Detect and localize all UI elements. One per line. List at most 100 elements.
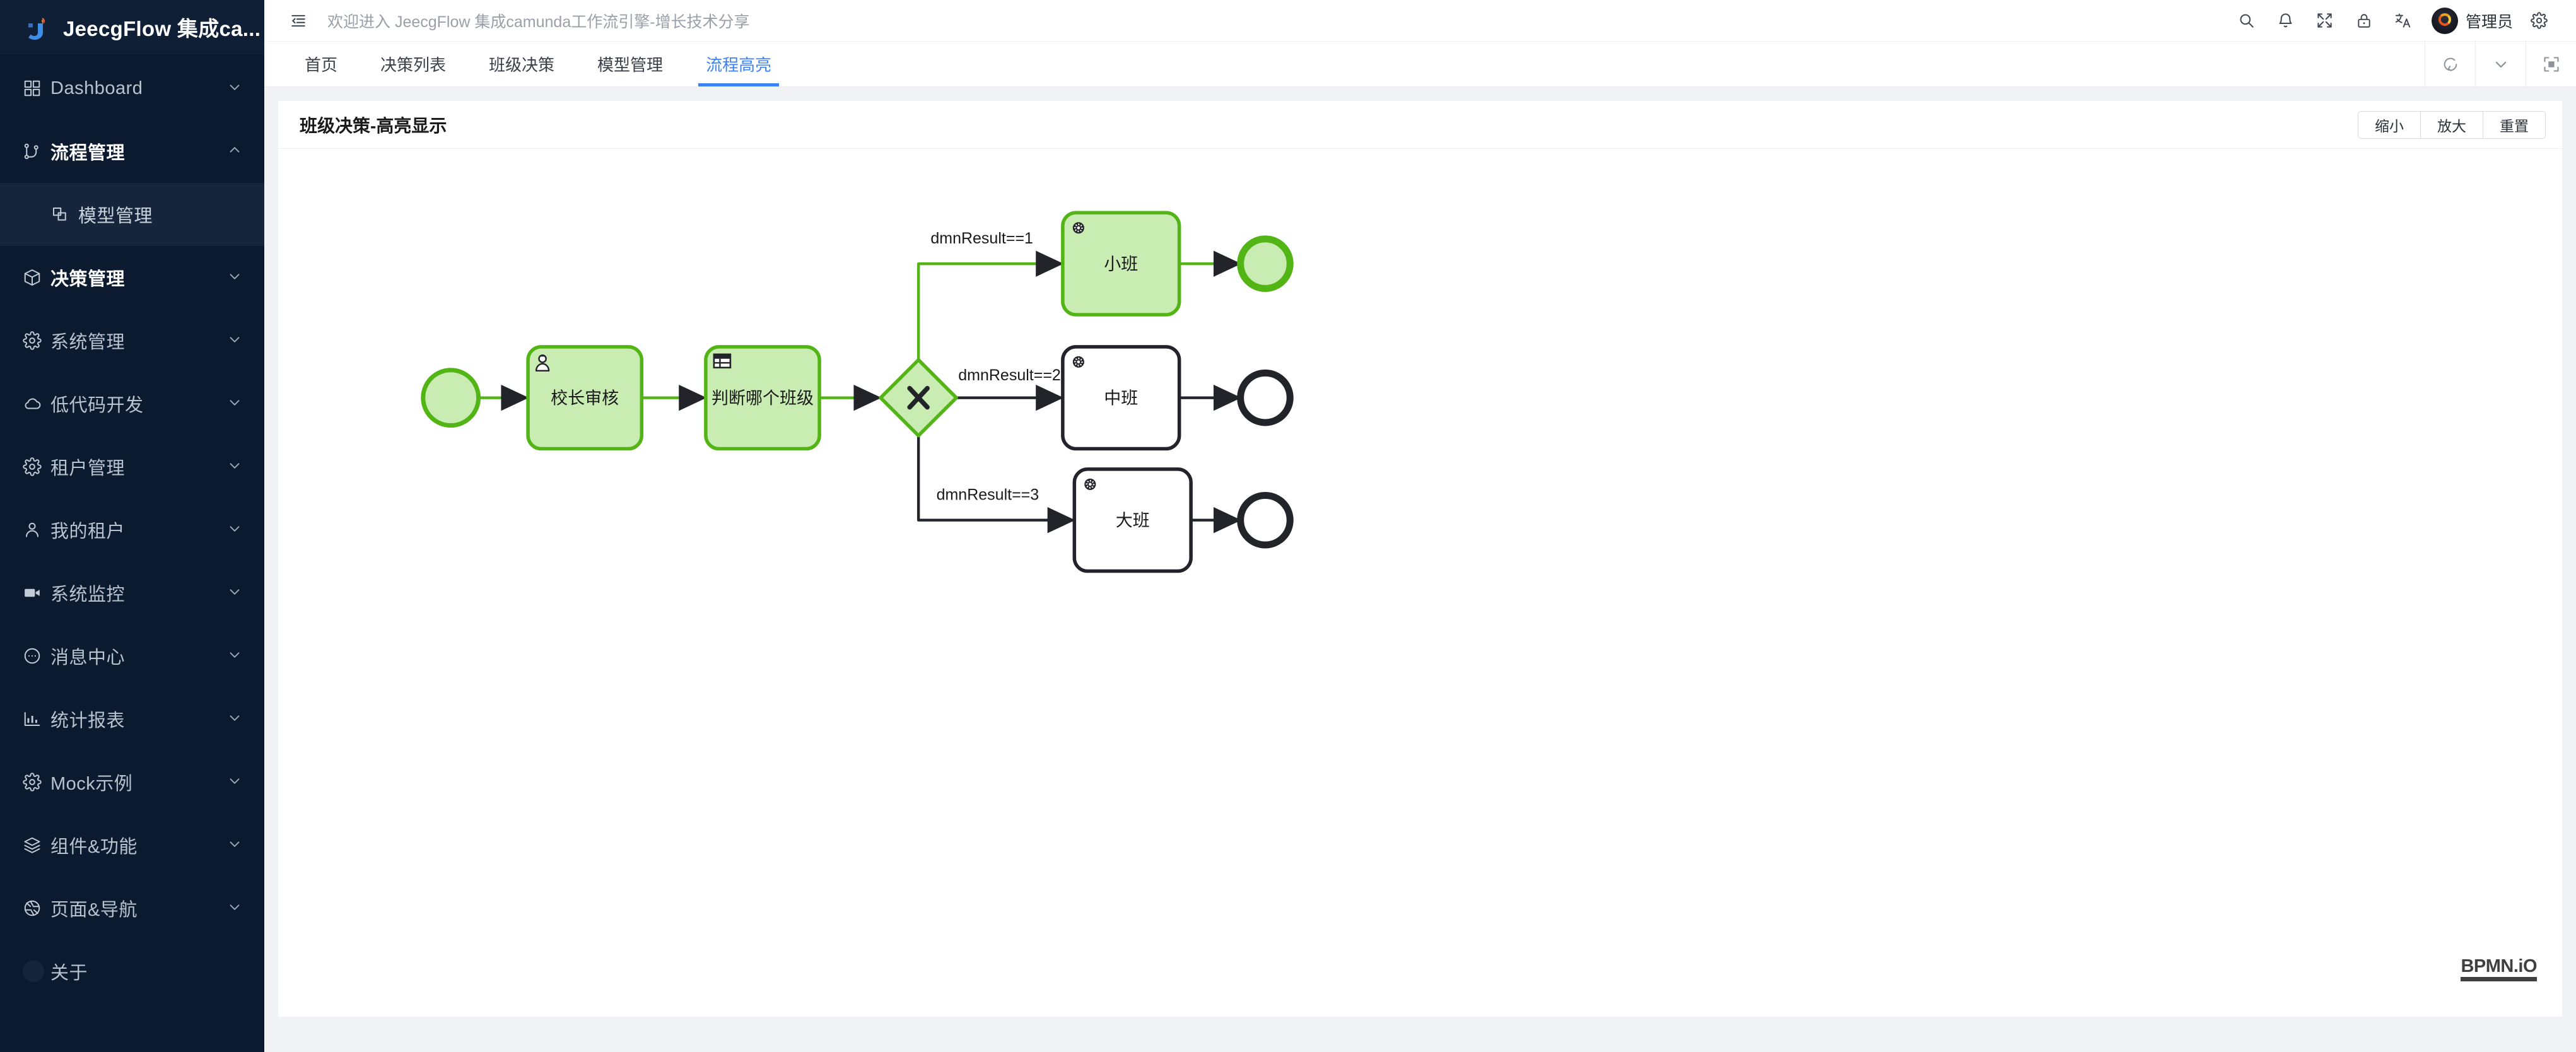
sidebar-item-1[interactable]: 流程管理 [0,120,264,183]
lock-icon[interactable] [2345,1,2384,40]
sidebar-item-label: 系统管理 [50,332,126,353]
tabbar-spacer [793,42,2425,86]
sidebar-item-9[interactable]: 消息中心 [0,624,264,687]
sidebar-item-11[interactable]: Mock示例 [0,751,264,814]
sidebar-item-label: 组件&功能 [50,837,138,857]
bpmn-node-end-big[interactable] [1237,491,1294,549]
tab-1[interactable]: 决策列表 [380,56,447,74]
zoom-button-group: 缩小放大重置 [2358,110,2546,139]
flow-label: dmnResult==1 [930,230,1033,247]
content-area: 班级决策-高亮显示 缩小放大重置 [264,87,2576,1052]
zoom-button-1[interactable]: 放大 [2420,110,2483,139]
circle-icon [23,961,50,982]
flow-label: dmnResult==3 [937,486,1039,503]
tab-bar: 首页 决策列表 班级决策 模型管理 流程高亮 [264,42,2576,87]
bpmn-node-task2[interactable]: 判断哪个班级 [704,345,821,451]
sequence-flows [479,250,1242,534]
sidebar-item-2[interactable]: 模型管理 [0,183,264,246]
sidebar-item-label: 模型管理 [78,206,153,226]
sidebar-item-13[interactable]: 页面&导航 [0,877,264,940]
chevron-down-icon[interactable] [226,520,243,540]
username-label: 管理员 [2465,13,2513,31]
search-icon[interactable] [2227,1,2266,40]
chevron-down-icon[interactable] [226,773,243,792]
tab-2[interactable]: 班级决策 [489,56,555,74]
sidebar-item-label: Dashboard [50,78,143,98]
brand-title: JeecgFlow 集成ca... [63,17,261,40]
bpmn-node-big[interactable]: 大班 [1072,467,1193,573]
bpmn-node-small[interactable]: 小班 [1061,211,1181,317]
jeecg-flame-logo-icon [24,13,52,41]
refresh-icon[interactable] [2425,42,2475,86]
chevron-down-icon[interactable] [226,899,243,918]
sidebar-item-label: 页面&导航 [50,900,138,920]
sidebar-item-label: 统计报表 [50,711,126,731]
bpmn-node-end-small[interactable] [1237,235,1294,292]
bell-icon[interactable] [2266,1,2305,40]
card-header: 班级决策-高亮显示 缩小放大重置 [278,101,2562,149]
gear-icon [23,773,50,792]
chevron-down-icon[interactable] [226,646,243,666]
sidebar-item-12[interactable]: 组件&功能 [0,814,264,877]
flow-gateway-big[interactable] [916,435,1075,534]
chevron-down-icon[interactable] [226,836,243,855]
bpmn-canvas[interactable]: 校长审核 判断哪个班级 小班中班大班 dmnResult==1 dmnResult==… [278,149,2562,1017]
zoom-button-0[interactable]: 缩小 [2358,110,2420,139]
chevron-down-icon[interactable] [226,710,243,729]
fullscreen-icon[interactable] [2305,1,2345,40]
message-icon [23,646,50,665]
sidebar: JeecgFlow 集成ca... Dashboard 流程管理模型管理决策管理系… [0,0,264,1052]
sidebar-item-0[interactable]: Dashboard [0,57,264,120]
user-icon [23,520,50,539]
sidebar-item-4[interactable]: 系统管理 [0,309,264,372]
bpmn-node-mid[interactable]: 中班 [1061,345,1181,451]
sidebar-item-6[interactable]: 租户管理 [0,435,264,498]
node-label: 大班 [1116,511,1150,530]
bpmn-node-start[interactable] [421,368,481,428]
node-label: 校长审核 [551,389,619,408]
diagram-card: 班级决策-高亮显示 缩小放大重置 [278,101,2562,1017]
sidebar-item-3[interactable]: 决策管理 [0,246,264,309]
menu-fold-icon[interactable] [286,8,311,33]
tab-3[interactable]: 模型管理 [597,56,664,74]
flow-gateway-small[interactable] [916,250,1064,360]
cube-icon [23,268,50,287]
tab-0[interactable]: 首页 [305,56,338,74]
sidebar-item-10[interactable]: 统计报表 [0,687,264,751]
chevron-down-icon[interactable] [226,457,243,477]
layers-icon [23,836,50,855]
gear-icon[interactable] [2519,1,2558,40]
main-region: 欢迎进入 JeecgFlow 集成camunda工作流引擎-增长技术分享 [264,0,2576,1052]
sidebar-item-14[interactable]: 关于 [0,940,264,1003]
node-label: 判断哪个班级 [711,389,814,408]
bpmn-node-task1[interactable]: 校长审核 [526,345,644,451]
bpmn-node-gateway[interactable] [879,358,958,438]
chevron-down-icon[interactable] [226,394,243,414]
tab-4[interactable]: 流程高亮 [684,42,793,86]
sidebar-item-label: 低代码开发 [50,395,144,416]
avatar-logo-ring [2438,13,2451,26]
chevron-down-icon[interactable] [226,268,243,288]
chevron-down-icon[interactable] [2475,42,2526,86]
sidebar-item-5[interactable]: 低代码开发 [0,372,264,435]
chevron-down-icon[interactable] [226,583,243,603]
gear-task-icon [1072,356,1084,368]
zoom-button-2[interactable]: 重置 [2483,110,2546,139]
user-task-icon [535,354,550,372]
chevron-down-icon[interactable] [226,331,243,351]
sidebar-item-label: 租户管理 [50,459,126,479]
sidebar-item-8[interactable]: 系统监控 [0,561,264,624]
bpmn-node-end-mid[interactable] [1237,369,1294,426]
aperture-icon [23,899,50,918]
user-avatar[interactable] [2431,7,2458,34]
chevron-up-icon[interactable] [226,142,243,161]
brand-header[interactable]: JeecgFlow 集成ca... [0,0,264,54]
sidebar-item-7[interactable]: 我的租户 [0,498,264,561]
node-label: 小班 [1104,255,1138,274]
chevron-down-icon[interactable] [226,79,243,98]
fullscreen-box-icon[interactable] [2526,42,2576,86]
translate-icon[interactable] [2384,1,2423,40]
